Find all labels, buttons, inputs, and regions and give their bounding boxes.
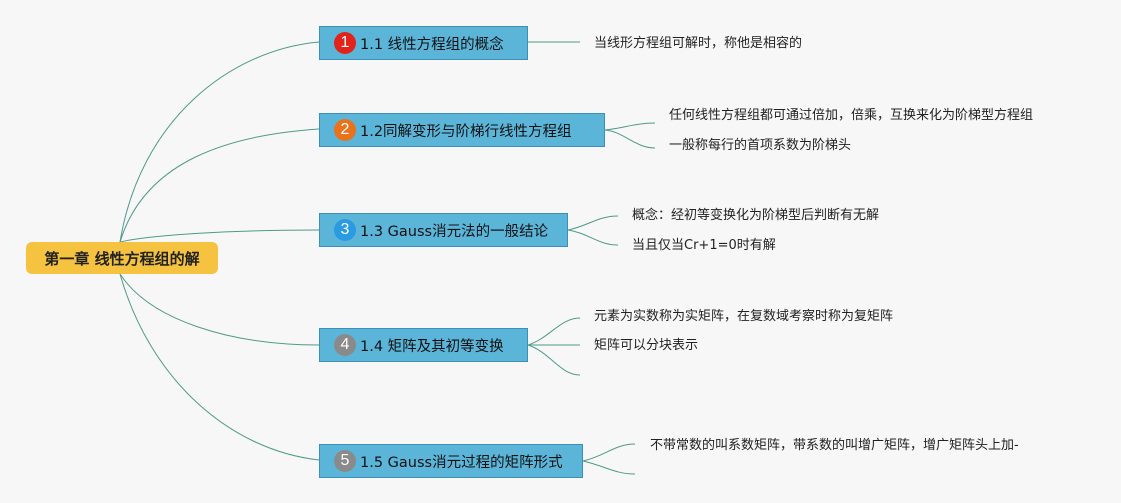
- connector-root-topic-4: [119, 273, 320, 346]
- badge-3-icon: 3: [334, 219, 356, 241]
- connector-root-topic-1: [119, 41, 320, 243]
- note-5-1[interactable]: 不带常数的叫系数矩阵，带系数的叫增广矩阵，增广矩阵头上加-: [650, 438, 1019, 453]
- connector-root-topic-3: [119, 229, 320, 243]
- connector-note-2-2: [604, 129, 656, 149]
- topic-5[interactable]: 5 1.5 Gauss消元过程的矩阵形式: [319, 444, 583, 478]
- connector-note-5-1: [582, 443, 636, 462]
- topic-2[interactable]: 2 1.2同解变形与阶梯行线性方程组: [319, 113, 605, 147]
- topic-4-label: 1.4 矩阵及其初等变换: [360, 338, 504, 355]
- badge-1-icon: 1: [334, 32, 356, 54]
- note-2-1[interactable]: 任何线性方程组都可通过倍加，倍乘，互换来化为阶梯型方程组: [669, 108, 1034, 123]
- connector-note-4-1: [527, 317, 581, 346]
- note-4-2[interactable]: 矩阵可以分块表示: [594, 338, 699, 353]
- topic-1[interactable]: 1 1.1 线性方程组的概念: [319, 26, 528, 60]
- connector-note-3-2: [567, 229, 619, 246]
- topic-2-label: 1.2同解变形与阶梯行线性方程组: [360, 123, 572, 140]
- topic-3-label: 1.3 Gauss消元法的一般结论: [360, 223, 549, 240]
- connector-root-topic-5: [119, 273, 320, 461]
- root-topic[interactable]: 第一章 线性方程组的解: [26, 242, 218, 274]
- badge-4-icon: 4: [334, 334, 356, 356]
- topic-1-label: 1.1 线性方程组的概念: [360, 36, 504, 53]
- connector-root-topic-2: [119, 128, 320, 243]
- note-2-2[interactable]: 一般称每行的首项系数为阶梯头: [669, 138, 852, 153]
- badge-5-icon: 5: [334, 450, 356, 472]
- note-3-1[interactable]: 概念：经初等变换化为阶梯型后判断有无解: [632, 208, 880, 223]
- note-4-1[interactable]: 元素为实数称为实矩阵，在复数域考察时称为复矩阵: [594, 309, 894, 324]
- connector-note-3-1: [567, 215, 619, 231]
- connector-note-4-3: [527, 344, 581, 376]
- topic-3[interactable]: 3 1.3 Gauss消元法的一般结论: [319, 213, 568, 247]
- badge-2-icon: 2: [334, 119, 356, 141]
- connector-note-2-1: [604, 122, 656, 131]
- connector-note-5-2: [582, 460, 636, 475]
- note-3-2[interactable]: 当且仅当Cr+1=0时有解: [632, 238, 776, 253]
- topic-4[interactable]: 4 1.4 矩阵及其初等变换: [319, 328, 528, 362]
- note-1-1[interactable]: 当线形方程组可解时，称他是相容的: [594, 36, 803, 51]
- topic-5-label: 1.5 Gauss消元过程的矩阵形式: [360, 454, 563, 471]
